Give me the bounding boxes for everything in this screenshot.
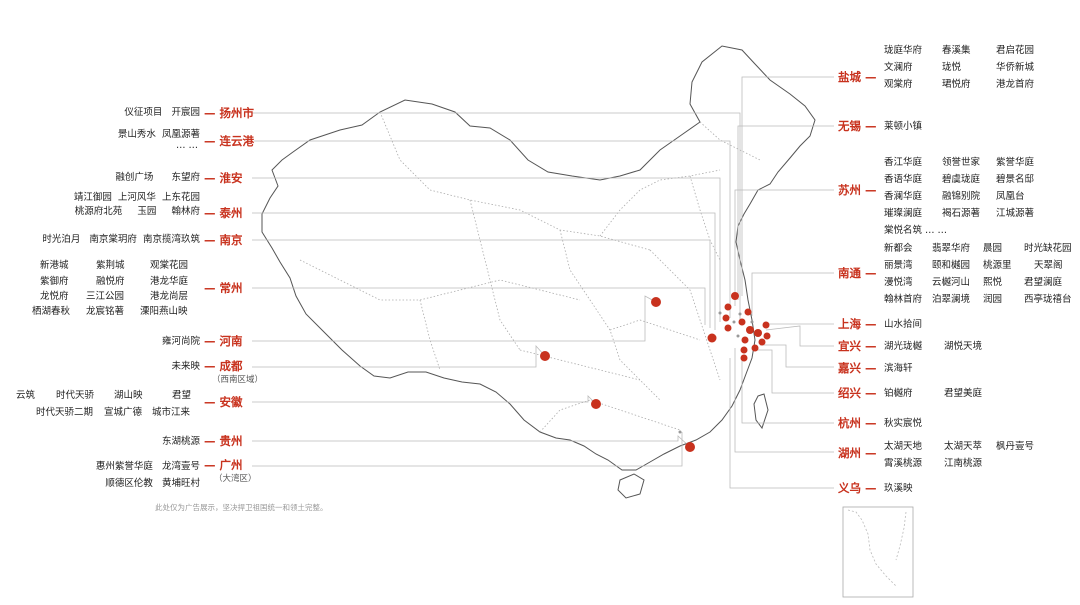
dot-jiaxing (758, 338, 766, 346)
city-yiwu[interactable]: 义乌 — (838, 481, 877, 495)
dot-suzhou (754, 329, 762, 337)
dot-yancheng (731, 292, 739, 300)
city-guangzhou[interactable]: — 广州 (204, 458, 243, 472)
dot-hangzhou (751, 344, 759, 352)
city-hangzhou[interactable]: 杭州 — (838, 416, 877, 430)
city-yangzhou[interactable]: — 扬州市 (204, 106, 255, 120)
city-lianyungang[interactable]: — 连云港 (204, 134, 255, 148)
city-shanghai[interactable]: 上海 — (838, 317, 877, 331)
dot-yiwu (740, 354, 748, 362)
dot-yangzhou (724, 303, 732, 311)
project-row: 霄溪桃源 (884, 458, 923, 469)
project-row: 太湖天地 (884, 441, 923, 452)
city-changzhou[interactable]: — 常州 (204, 281, 243, 295)
project-row: 云筑 (16, 390, 36, 401)
dot-nanjing (724, 324, 732, 332)
project-row: 紫御府 (40, 276, 69, 287)
city-henan[interactable]: — 河南 (204, 334, 243, 348)
project-row: 景山秀水 凤凰源著 (117, 129, 200, 140)
dot-nantong (744, 308, 752, 316)
dot-chengdu (540, 351, 550, 361)
project-row: 新港城 (40, 260, 69, 271)
project-row: 秋实宸悦 (884, 418, 923, 429)
project-row: 龙悦府 (40, 291, 69, 302)
hainan-outline (617, 473, 645, 499)
city-dots (540, 292, 771, 452)
project-row: 湖光珑樾 (884, 341, 923, 352)
leader-lines-left (252, 112, 741, 467)
dot-guangzhou (685, 442, 695, 452)
project-row: 玖溪映 (884, 483, 913, 494)
city-yixing[interactable]: 宜兴 — (838, 339, 877, 353)
dot-henan (651, 297, 661, 307)
project-row: 栖湖春秋 (32, 306, 71, 317)
project-row: 未来映 (171, 361, 200, 372)
dot-anhui (707, 333, 717, 343)
city-huzhou[interactable]: 湖州 — (838, 446, 877, 460)
leader-lines-right (729, 76, 834, 489)
taiwan-outline (753, 393, 769, 430)
dot-changzhou (738, 318, 746, 326)
project-row: 棠悦名筑 … … (884, 225, 948, 236)
city-jiaxing[interactable]: 嘉兴 — (838, 361, 877, 375)
project-row: 融创广场 东望府 (115, 172, 200, 183)
project-row: 莱顿小镇 (884, 121, 923, 132)
project-row: 时代天骄二期 (36, 407, 94, 418)
dot-wuxi (746, 326, 754, 334)
city-name: 扬州市 (219, 106, 255, 120)
dot-yixing (741, 336, 749, 344)
project-row: 观棠府 (884, 79, 913, 90)
project-row: 新都会 (884, 243, 913, 254)
project-row: 东湖桃源 (161, 436, 200, 447)
project-row: 滨海轩 (884, 363, 913, 374)
dot-guizhou (591, 399, 601, 409)
province-borders (299, 111, 761, 433)
city-subtitle: （大湾区） (214, 474, 257, 484)
project-row: 铂樾府 (884, 388, 913, 399)
project-row: … … (175, 140, 198, 151)
city-huaian[interactable]: — 淮安 (204, 171, 243, 185)
city-chengdu[interactable]: — 成都 (204, 359, 243, 373)
south-china-sea-inset (842, 506, 914, 598)
dot-huzhou (763, 332, 771, 340)
city-nanjing[interactable]: — 南京 (204, 233, 243, 247)
city-suzhou[interactable]: 苏州 — (838, 183, 877, 197)
city-anhui[interactable]: — 安徽 (204, 395, 243, 409)
city-subtitle: （西南区域） (212, 375, 264, 385)
city-wuxi[interactable]: 无锡 — (838, 119, 877, 133)
dot-shanghai (762, 321, 770, 329)
project-row: 桃源府北苑 玉园 翰林府 (74, 206, 200, 217)
project-row: 翰林首府 (884, 294, 923, 305)
project-row: 山水拾间 (884, 319, 923, 330)
project-row: 香澜华庭 (884, 191, 923, 202)
city-shaoxing[interactable]: 绍兴 — (838, 386, 877, 400)
project-row: 香语华庭 (884, 174, 923, 185)
city-yancheng[interactable]: 盐城 — (838, 70, 877, 84)
china-outline (261, 45, 816, 471)
project-row: 时光泊月 南京棠玥府 南京揽湾玖筑 (42, 234, 200, 245)
project-row: 璀璨澜庭 (884, 208, 923, 219)
dot-taizhou (722, 314, 730, 322)
project-row: 香江华庭 (884, 157, 923, 168)
project-row: 雍河尚院 (161, 336, 200, 347)
project-row: 珑庭华府 (884, 45, 923, 56)
project-row: 丽景湾 (884, 260, 913, 271)
dot-shaoxing (740, 346, 748, 354)
city-taizhou[interactable]: — 泰州 (204, 206, 243, 220)
project-row: 惠州紫誉华庭 龙湾壹号 (95, 461, 200, 472)
disclaimer-note: 此处仅为广告展示，坚决捍卫祖国统一和领土完整。 (155, 503, 328, 512)
project-row: 仪征项目 开宸园 (124, 107, 200, 118)
city-nantong[interactable]: 南通 — (838, 266, 877, 280)
project-row: 顺德区伦教 黄埔旺村 (105, 478, 200, 489)
project-row: 文澜府 (884, 62, 913, 73)
project-row: 靖江御园 上河风华 上东花园 (73, 192, 200, 203)
project-row: 漫悦湾 (884, 277, 913, 288)
city-guizhou[interactable]: — 贵州 (204, 434, 243, 448)
